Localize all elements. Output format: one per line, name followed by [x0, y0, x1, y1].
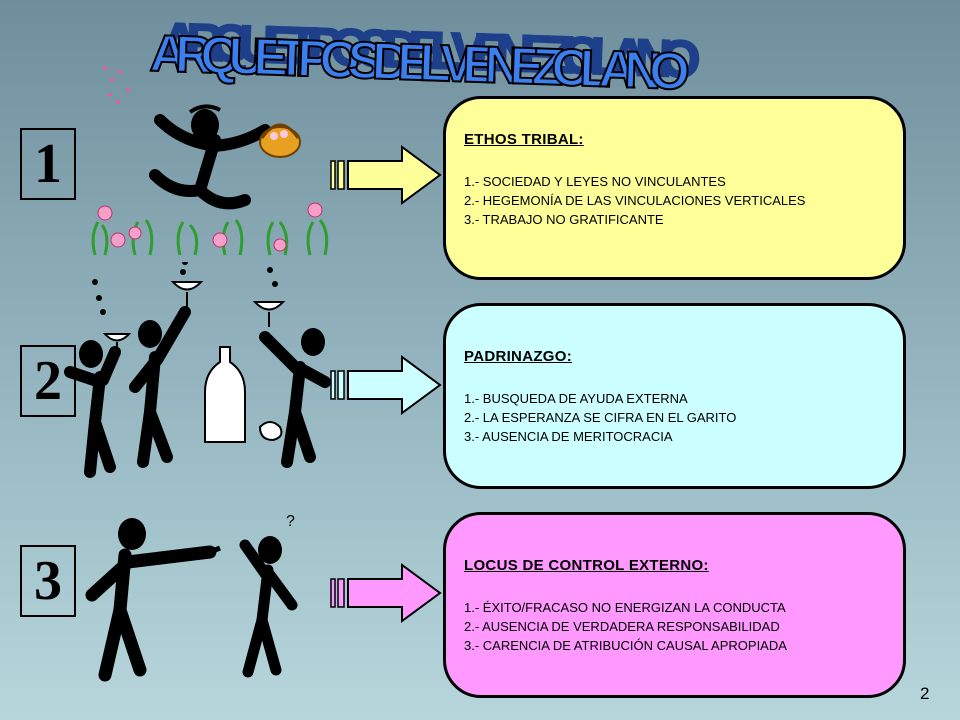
basket-icon: [259, 123, 301, 158]
bubble-icon: [92, 262, 278, 315]
sparkle-icon: [103, 66, 130, 104]
panel-heading: ETHOS TRIBAL:: [464, 131, 584, 148]
section-number-3: 3: [20, 545, 76, 617]
panel-line: 2.- AUSENCIA DE VERDADERA RESPONSABILIDA…: [464, 619, 780, 634]
arrow-2-icon: [330, 355, 442, 415]
panel-heading: LOCUS DE CONTROL EXTERNO:: [464, 557, 709, 574]
dancing-figure-illustration: [91, 66, 329, 256]
question-mark-icon: ?: [286, 513, 295, 530]
bottle-icon: [204, 346, 246, 443]
section-number-1: 1: [20, 128, 76, 200]
drinking-person-icon: [64, 306, 331, 478]
dancing-person-icon: [149, 114, 271, 210]
grass-flowers-icon: [91, 202, 329, 256]
panel-ethos-tribal: ETHOS TRIBAL: 1.- SOCIEDAD Y LEYES NO VI…: [443, 96, 906, 280]
panel-locus-de-control: LOCUS DE CONTROL EXTERNO: 1.- ÉXITO/FRAC…: [443, 512, 906, 698]
section-number-2: 2: [20, 345, 76, 417]
page-number: 2: [920, 684, 930, 703]
arrow-3-icon: [330, 563, 442, 623]
panel-line: 2.- LA ESPERANZA SE CIFRA EN EL GARITO: [464, 410, 737, 425]
drinking-group-illustration: [64, 262, 331, 478]
panel-line: 3.- TRABAJO NO GRATIFICANTE: [464, 212, 664, 227]
panel-line: 3.- CARENCIA DE ATRIBUCIÓN CAUSAL APROPI…: [464, 638, 787, 653]
panel-line: 3.- AUSENCIA DE MERITOCRACIA: [464, 429, 673, 444]
pointing-person-icon: [85, 545, 217, 682]
pointing-figures-illustration: ?: [85, 513, 298, 682]
confused-person-icon: [239, 539, 298, 678]
panel-line: 1.- BUSQUEDA DE AYUDA EXTERNA: [464, 391, 688, 406]
panel-line: 1.- ÉXITO/FRACASO NO ENERGIZAN LA CONDUC…: [464, 600, 786, 615]
slide-title: ARQUETIPOS DEL VENEZOLANO ARQUETIPOS DEL…: [148, 12, 702, 103]
spill-icon: [258, 421, 283, 442]
panel-line: 1.- SOCIEDAD Y LEYES NO VINCULANTES: [464, 174, 726, 189]
panel-line: 2.- HEGEMONÍA DE LAS VINCULACIONES VERTI…: [464, 193, 806, 208]
arrow-1-icon: [330, 145, 442, 205]
wine-glass-icon: [102, 281, 286, 354]
panel-heading: PADRINAZGO:: [464, 348, 573, 365]
panel-padrinazgo: PADRINAZGO: 1.- BUSQUEDA DE AYUDA EXTERN…: [443, 303, 906, 489]
